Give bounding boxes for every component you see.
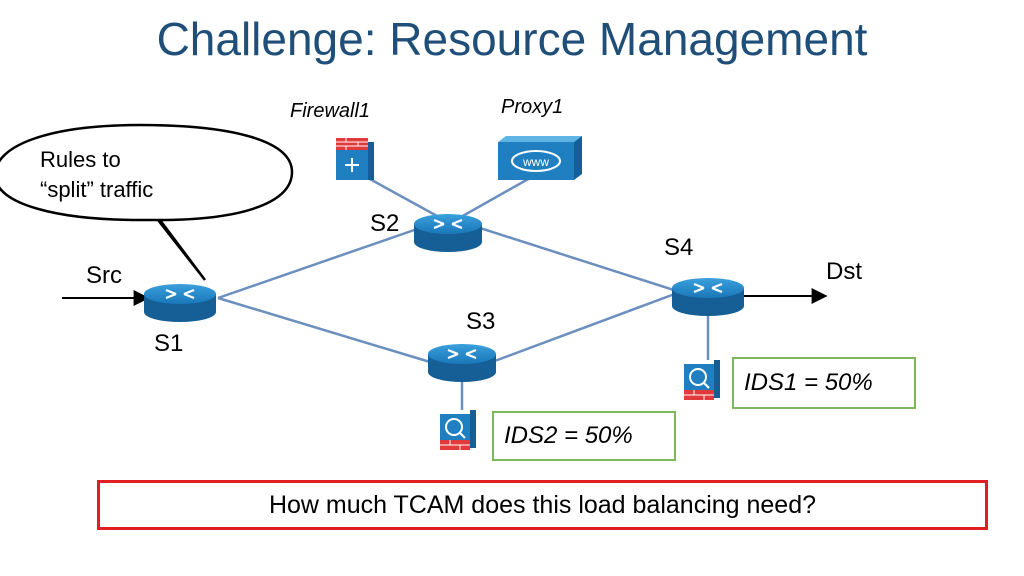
s1-label: S1: [154, 330, 184, 357]
page-title: Challenge: Resource Management: [156, 13, 868, 65]
svg-text:www: www: [522, 155, 549, 169]
link-s2-proxy: [451, 176, 531, 224]
router-icon: [428, 344, 496, 382]
ids1-label: IDS1 = 50%: [744, 369, 873, 396]
callout-text: Rules to “split” traffic: [40, 145, 153, 205]
question-box: How much TCAM does this load balancing n…: [97, 480, 988, 530]
dst-label: Dst: [826, 258, 862, 285]
ids2-label-box: IDS2 = 50%: [492, 411, 676, 461]
s3-label: S3: [466, 308, 496, 335]
router-icon: [144, 284, 216, 322]
callout-bubble: [0, 123, 294, 281]
router-icon: [414, 214, 482, 252]
callout-line-2: “split” traffic: [40, 177, 154, 202]
s2-label: S2: [370, 210, 400, 237]
proxy-icon: www: [498, 136, 582, 180]
firewall-label: Firewall1: [290, 100, 371, 122]
src-label: Src: [86, 262, 122, 289]
link-s3-s4: [491, 290, 681, 364]
ids-icon: [684, 360, 720, 400]
callout-line-1: Rules to: [40, 147, 121, 172]
ids-icon: [440, 410, 476, 450]
link-s2-firewall: [367, 176, 449, 224]
link-s2-s4: [479, 226, 681, 294]
link-s1-s3: [217, 296, 431, 364]
proxy-label: Proxy1: [501, 96, 564, 118]
ids2-label: IDS2 = 50%: [504, 422, 633, 449]
link-s1-s2: [217, 226, 421, 300]
ids1-label-box: IDS1 = 50%: [732, 357, 916, 409]
question-text: How much TCAM does this load balancing n…: [268, 490, 817, 519]
router-icon: [672, 278, 744, 316]
firewall-icon: [336, 138, 374, 180]
s4-label: S4: [664, 234, 694, 261]
